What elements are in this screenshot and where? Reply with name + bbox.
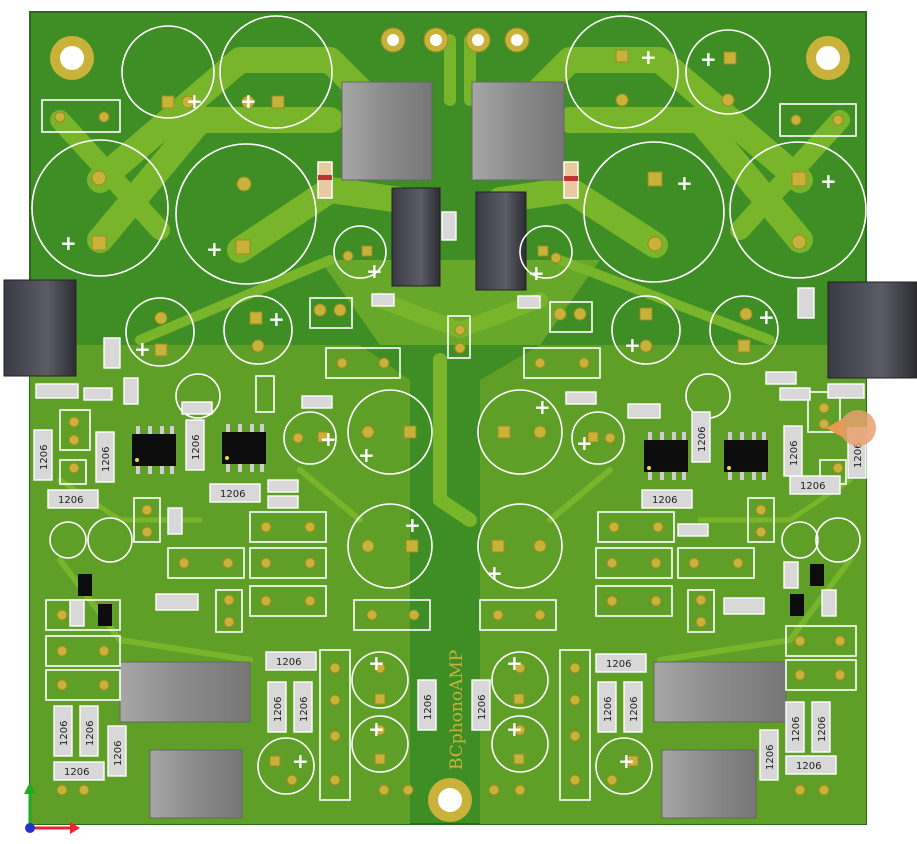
svg-text:1206: 1206 [853,443,864,468]
svg-text:+: + [134,337,151,361]
svg-text:1206: 1206 [113,741,124,766]
svg-text:+: + [528,261,545,285]
svg-text:1206: 1206 [652,495,677,506]
svg-text:+: + [624,333,641,357]
svg-text:1206: 1206 [59,721,70,746]
svg-text:1206: 1206 [299,697,310,722]
svg-text:1206: 1206 [477,695,488,720]
glass-diodes [317,161,579,199]
svg-text:1206: 1206 [220,489,245,500]
opamp-ics [132,424,768,480]
svg-text:1206: 1206 [796,761,821,772]
selection-arrow-icon [826,418,844,438]
polarity-marks: + + + + + + + + + + + + + + + + + + + + … [60,45,837,773]
svg-text:1206: 1206 [629,697,640,722]
svg-text:1206: 1206 [273,697,284,722]
svg-text:1206: 1206 [791,717,802,742]
mounting-holes [50,36,850,822]
selection-highlight [840,410,876,446]
svg-text:+: + [404,513,421,537]
svg-text:1206: 1206 [39,445,50,470]
svg-text:+: + [366,259,383,283]
svg-text:1206: 1206 [64,767,89,778]
svg-text:1206: 1206 [85,721,96,746]
svg-text:1206: 1206 [606,659,631,670]
svg-text:+: + [268,307,285,331]
svg-text:1206: 1206 [276,657,301,668]
svg-text:+: + [640,45,657,69]
svg-text:1206: 1206 [789,441,800,466]
small-transistors [78,564,824,626]
svg-text:1206: 1206 [800,481,825,492]
board-title: BCphonoAMP [447,650,467,770]
svg-text:+: + [576,431,593,455]
svg-text:1206: 1206 [101,447,112,472]
power-connector-pads [380,27,530,53]
svg-text:+: + [506,717,523,741]
led-outlines [309,297,593,333]
svg-text:+: + [534,395,551,419]
svg-text:+: + [820,169,837,193]
svg-text:+: + [240,89,257,113]
svg-text:1206: 1206 [191,435,202,460]
svg-text:+: + [700,47,717,71]
smd-1206-horizontal: 1206 1206 1206 1206 1206 1206 1206 1206 [35,293,865,781]
svg-text:+: + [186,89,203,113]
svg-text:+: + [320,427,337,451]
heatsinks [119,81,787,819]
large-capacitors [31,15,867,795]
resistor-outlines [41,99,857,801]
capacitor-pads [91,49,807,786]
svg-text:+: + [206,237,223,261]
regulators [3,187,917,379]
axis-gizmo [24,782,80,834]
svg-text:+: + [368,651,385,675]
svg-text:1206: 1206 [765,745,776,770]
svg-text:+: + [60,231,77,255]
svg-text:1206: 1206 [817,717,828,742]
smd-1206-vertical: 1206 1206 1206 1206 1206 1206 1206 1206 … [33,211,867,781]
svg-text:+: + [676,171,693,195]
svg-text:1206: 1206 [697,427,708,452]
axis-z-blue-icon [25,823,35,833]
svg-text:+: + [506,651,523,675]
svg-text:1206: 1206 [603,697,614,722]
svg-text:+: + [758,305,775,329]
svg-text:1206: 1206 [58,495,83,506]
svg-text:+: + [486,561,503,585]
svg-text:+: + [618,749,635,773]
svg-text:+: + [368,717,385,741]
svg-text:+: + [292,749,309,773]
svg-text:+: + [358,443,375,467]
svg-text:1206: 1206 [423,695,434,720]
